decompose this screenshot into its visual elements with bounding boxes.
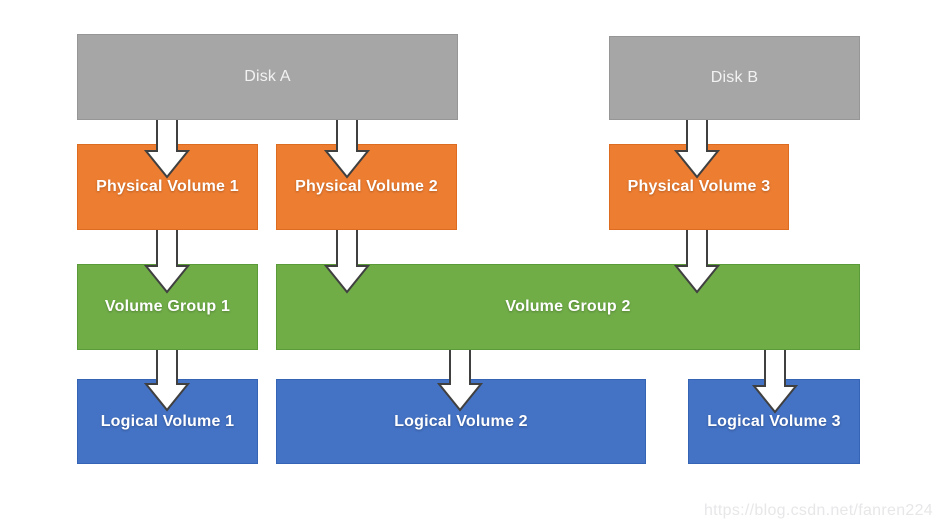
node-logical-volume-3: Logical Volume 3 xyxy=(688,379,860,464)
node-logical-volume-1: Logical Volume 1 xyxy=(77,379,258,464)
node-logical-volume-3-label: Logical Volume 3 xyxy=(707,412,841,430)
node-physical-volume-3-label: Physical Volume 3 xyxy=(627,178,771,195)
node-disk-b: Disk B xyxy=(609,36,860,120)
node-disk-b-label: Disk B xyxy=(710,69,759,86)
node-physical-volume-2-label: Physical Volume 2 xyxy=(295,178,438,195)
node-physical-volume-1: Physical Volume 1 xyxy=(77,144,258,230)
node-volume-group-2-label: Volume Group 2 xyxy=(505,298,631,315)
node-logical-volume-2-label: Logical Volume 2 xyxy=(394,412,528,430)
node-physical-volume-1-label: Physical Volume 1 xyxy=(96,178,239,195)
node-physical-volume-2: Physical Volume 2 xyxy=(276,144,457,230)
node-physical-volume-3: Physical Volume 3 xyxy=(609,144,789,230)
node-volume-group-1-label: Volume Group 1 xyxy=(104,298,231,315)
node-disk-a-label: Disk A xyxy=(244,68,291,85)
node-volume-group-1: Volume Group 1 xyxy=(77,264,258,350)
node-disk-a: Disk A xyxy=(77,34,458,120)
node-logical-volume-1-label: Logical Volume 1 xyxy=(100,412,235,430)
node-volume-group-2: Volume Group 2 xyxy=(276,264,860,350)
watermark: https://blog.csdn.net/fanren224 xyxy=(703,502,933,519)
node-logical-volume-2: Logical Volume 2 xyxy=(276,379,646,464)
